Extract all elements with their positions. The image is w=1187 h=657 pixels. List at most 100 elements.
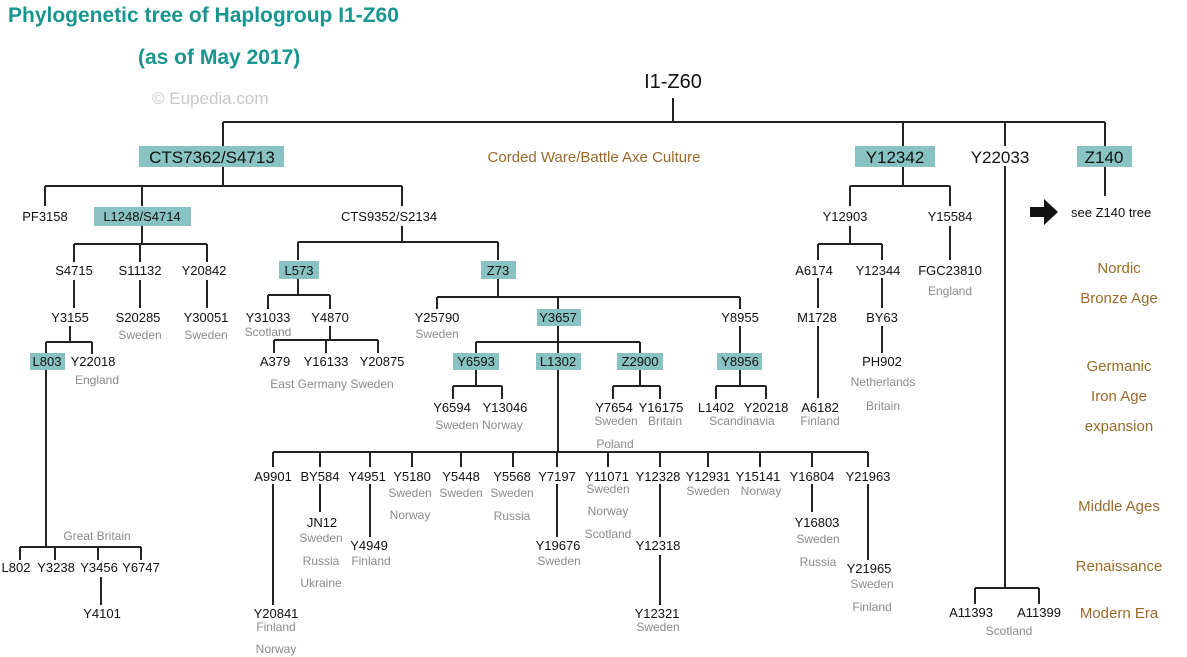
era-bronze-age: Bronze Age [1080,290,1158,307]
node-cts9352: CTS9352/S2134 [341,209,437,224]
location-sweden: Sweden [439,486,482,500]
location-russia: Russia [494,509,531,523]
node-a11399: A11399 [1017,605,1061,620]
node-y4949: Y4949 [350,538,388,553]
node-cts7362: CTS7362/S4713 [149,148,275,167]
node-a6174: A6174 [795,263,833,278]
location-norway: Norway [256,642,297,656]
node-s20285: S20285 [116,310,161,325]
era-expansion: expansion [1085,418,1153,435]
node-y12931: Y12931 [686,469,731,484]
node-pf3158: PF3158 [22,209,68,224]
node-by584: BY584 [300,469,339,484]
location-sweden: Sweden [850,577,893,591]
node-y3238: Y3238 [37,560,75,575]
node-y21963: Y21963 [846,469,891,484]
location-sweden: Sweden [118,328,161,342]
location-finland: Finland [800,414,839,428]
arrow-right-icon [1030,199,1058,225]
node-y6747: Y6747 [122,560,160,575]
node-y8956: Y8956 [721,354,759,369]
node-y3155: Y3155 [51,310,89,325]
node-ph902: PH902 [862,354,902,369]
link-see-z140-tree: see Z140 tree [1071,205,1151,220]
node-y16803: Y16803 [795,515,840,530]
node-y5448: Y5448 [442,469,480,484]
node-fgc23810: FGC23810 [918,263,982,278]
node-l573: L573 [285,263,314,278]
location-great-britain: Great Britain [63,529,130,543]
location-ukraine: Ukraine [300,576,342,590]
node-l1302: L1302 [540,354,576,369]
node-y12903: Y12903 [823,209,868,224]
node-l802: L802 [2,560,31,575]
title-line-1: Phylogenetic tree of Haplogroup I1-Z60 [8,4,399,27]
era-legend: Nordic Bronze Age Germanic Iron Age expa… [1076,260,1163,622]
node-y3657: Y3657 [539,310,577,325]
node-l1402: L1402 [698,400,734,415]
location-norway: Norway [741,484,782,498]
node-y12344: Y12344 [856,263,901,278]
node-y4951: Y4951 [348,469,386,484]
node-y3456: Y3456 [80,560,118,575]
node-z140: Z140 [1085,148,1124,167]
node-y12321: Y12321 [635,606,680,621]
location-finland: Finland [351,554,390,568]
location-norway: Norway [588,504,629,518]
node-m1728: M1728 [797,310,837,325]
node-root: I1-Z60 [644,71,702,93]
title-line-2: (as of May 2017) [138,46,300,69]
node-y15584: Y15584 [928,209,973,224]
node-jn12: JN12 [307,515,337,530]
node-y4101: Y4101 [83,606,121,621]
location-england: England [75,373,119,387]
node-y20218: Y20218 [744,400,789,415]
location-scotland: Scotland [245,325,292,339]
node-l1248: L1248/S4714 [103,209,180,224]
node-y16804: Y16804 [790,469,835,484]
location-britain: Britain [866,399,900,413]
location-sweden: Sweden [636,620,679,634]
location-sweden: Sweden [594,414,637,428]
label-corded-ware: Corded Ware/Battle Axe Culture [488,149,701,166]
node-y6593: Y6593 [457,354,495,369]
tree-connectors [19,98,1106,605]
era-nordic: Nordic [1097,260,1141,277]
location-sweden: Sweden [388,486,431,500]
location-scotland: Scotland [986,624,1033,638]
location-scandinavia: Scandinavia [709,414,775,428]
location-sweden: Sweden [490,486,533,500]
node-y20841: Y20841 [254,606,299,621]
node-a11393: A11393 [949,605,993,620]
node-y12318: Y12318 [636,538,681,553]
node-a379: A379 [260,354,290,369]
location-sweden: Sweden [796,532,839,546]
node-y12328: Y12328 [636,469,681,484]
node-z73: Z73 [487,263,509,278]
node-y22018: Y22018 [71,354,116,369]
node-y4870: Y4870 [311,310,349,325]
node-y20875: Y20875 [360,354,405,369]
location-norway: Norway [390,508,431,522]
era-middle-ages: Middle Ages [1078,498,1160,515]
location-sweden: Sweden [537,554,580,568]
location-netherlands: Netherlands [851,375,916,389]
location-sweden: Sweden [299,531,342,545]
copyright-watermark: © Eupedia.com [152,89,268,108]
node-l803: L803 [33,354,62,369]
era-iron-age: Iron Age [1091,388,1147,405]
era-renaissance: Renaissance [1076,558,1163,575]
location-sweden-norway: Sweden Norway [435,418,522,432]
node-y13046: Y13046 [483,400,528,415]
location-russia: Russia [800,555,837,569]
node-y6594: Y6594 [433,400,471,415]
node-y20842: Y20842 [182,263,227,278]
node-y21965: Y21965 [847,561,892,576]
node-y30051: Y30051 [184,310,229,325]
location-finland: Finland [852,600,891,614]
node-z2900: Z2900 [622,354,659,369]
node-s4715: S4715 [55,263,93,278]
location-poland: Poland [596,437,633,451]
node-y19676: Y19676 [536,538,581,553]
